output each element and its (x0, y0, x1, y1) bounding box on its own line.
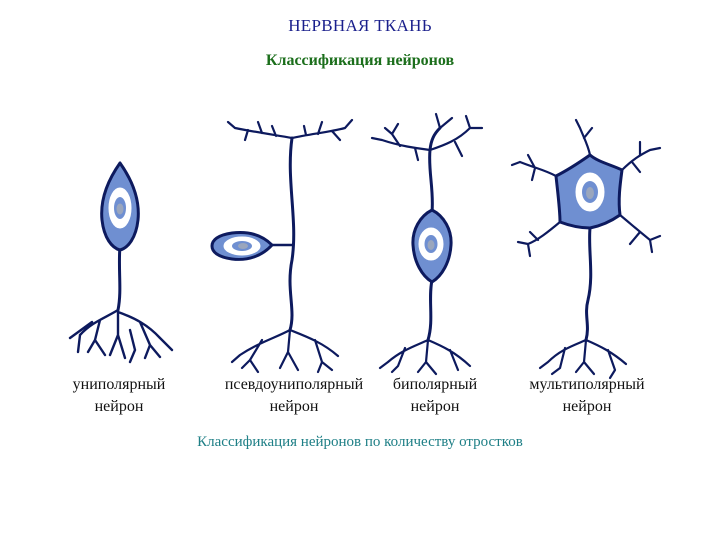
page-subtitle: Классификация нейронов (265, 52, 455, 69)
label-bipolar-line1: биполярный (392, 376, 478, 393)
label-multipolar-line2: нейрон (562, 398, 612, 415)
label-pseudounipolar-line2: нейрон (269, 398, 319, 415)
label-bipolar-line2: нейрон (410, 398, 460, 415)
unipolar-neuron (68, 161, 174, 364)
pseudounipolar-neuron (210, 118, 354, 374)
multipolar-neuron (510, 118, 662, 380)
bipolar-neuron (370, 112, 484, 376)
label-multipolar-line1: мультиполярный (529, 376, 645, 393)
label-pseudounipolar: псевдоуниполярный нейрон (206, 374, 382, 418)
page-title: НЕРВНАЯ ТКАНЬ (288, 16, 432, 35)
label-unipolar-line1: униполярный (72, 376, 166, 393)
label-multipolar: мультиполярный нейрон (512, 374, 662, 418)
figure-caption: Классификация нейронов по количеству отр… (197, 434, 523, 450)
label-unipolar-line2: нейрон (94, 398, 144, 415)
label-unipolar: униполярный нейрон (60, 374, 178, 418)
label-pseudounipolar-line1: псевдоуниполярный (224, 376, 364, 393)
label-bipolar: биполярный нейрон (380, 374, 490, 418)
